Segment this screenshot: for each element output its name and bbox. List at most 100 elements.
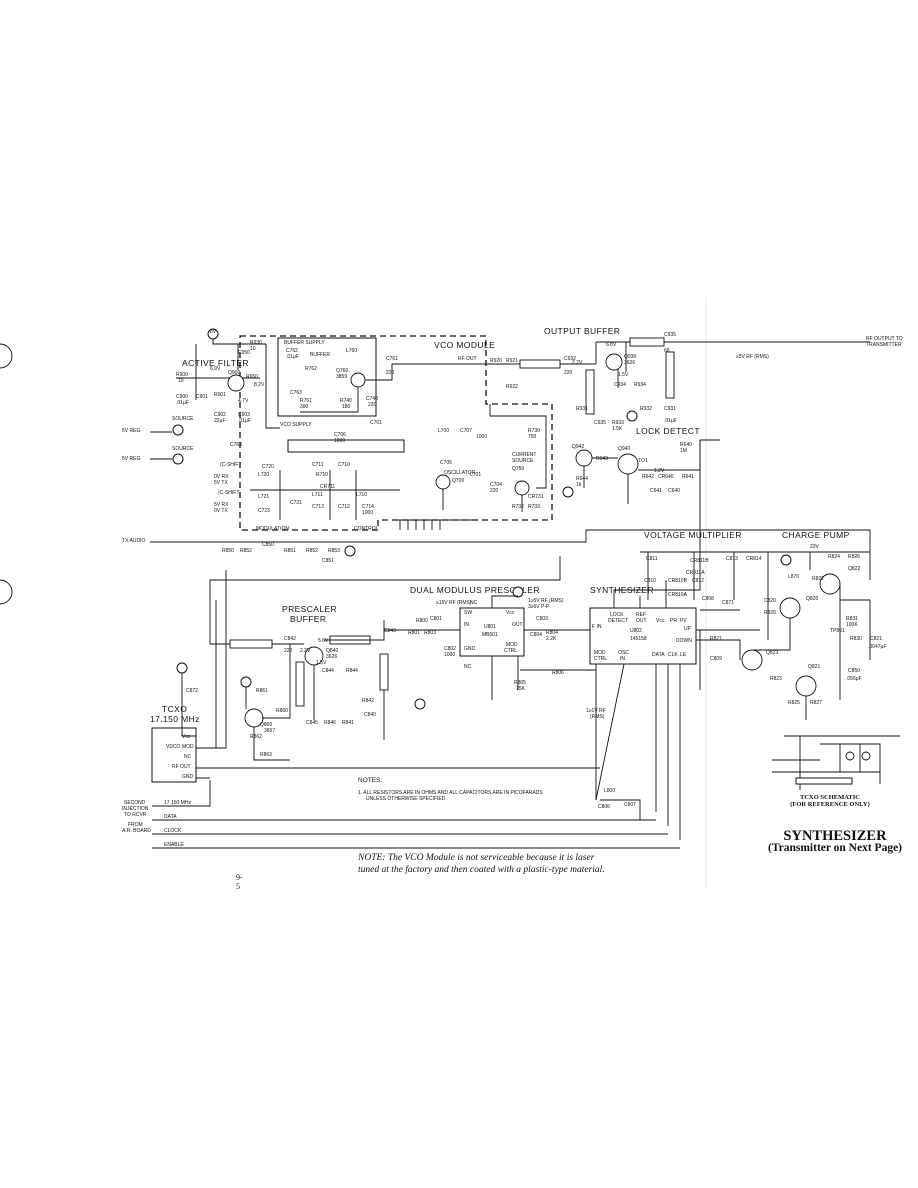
dmp-5v-source: [512, 586, 524, 598]
modulation-label: MODULATION: [256, 526, 289, 532]
q942-label: Q942: [572, 444, 584, 450]
u801-part: MB501: [482, 632, 498, 638]
q821-label: Q821: [808, 664, 820, 670]
c903-label: C903: [238, 412, 250, 418]
l760-label: L760: [346, 348, 357, 354]
c902-value: 22μF: [214, 418, 226, 424]
cr810b-label: CR810B: [668, 578, 688, 584]
u801-name: U801: [484, 624, 496, 630]
r934-label: R934: [634, 382, 646, 388]
c762-value: .01μF: [286, 354, 299, 360]
r640-value: 1M: [680, 448, 687, 454]
c931-label: C931: [664, 406, 676, 412]
u802-fin: F IN: [592, 624, 602, 630]
osc-wires: [442, 404, 547, 512]
voltage-multiplier-label: VOLTAGE MULTIPLIER: [644, 530, 742, 540]
c900-value: .01μF: [176, 400, 189, 406]
r930-label: R930: [250, 340, 262, 346]
source-label-1: SOURCE: [172, 416, 194, 422]
r642-label: R642: [642, 474, 654, 480]
c761-label: C761: [386, 356, 398, 362]
r861-label: R861: [256, 688, 268, 694]
c850b-label: C850: [848, 668, 860, 674]
clock-label: CLOCK: [164, 828, 182, 834]
v-1-2: 1.2V: [654, 468, 665, 474]
l800-label: L800: [604, 788, 615, 794]
q840-label: Q840: [326, 648, 338, 654]
q760-part: 3859: [336, 374, 347, 380]
cr811a-label: CR811A: [686, 570, 705, 576]
q860-5v-source: [240, 676, 252, 688]
cp-8v-source: [780, 554, 792, 566]
u802-pr: PR: [670, 618, 677, 624]
r824-label: R824: [828, 554, 840, 560]
cr711-label: CR711: [320, 484, 335, 490]
c705-label: C705: [440, 460, 452, 466]
r804-label: R804: [546, 630, 558, 636]
active-filter-wires: [176, 339, 280, 429]
u802-detect: DETECT: [608, 618, 628, 624]
r922-label: R922: [506, 384, 518, 390]
c810-label: C810: [644, 578, 656, 584]
q860-label: Q860: [260, 722, 272, 728]
u801-pin-ctrl: CTRL: [504, 648, 517, 654]
tcxo-module: [151, 727, 197, 783]
c711-label: C711: [312, 462, 324, 468]
u802-ctrl: CTRL: [594, 656, 607, 662]
r845-resistor: [379, 653, 389, 691]
vco-module-boundary: [239, 335, 553, 531]
c762-label: C762: [286, 348, 298, 354]
tcxo-wires: [181, 570, 600, 779]
rf-output-transmitter: TRANSMITTER: [866, 342, 902, 348]
page-subtitle: (Transmitter on Next Page): [767, 842, 903, 854]
r643-label: R643: [596, 456, 608, 462]
c740-label: C740: [366, 396, 378, 402]
r933-resistor: [585, 369, 595, 415]
c931-value: .01μF: [664, 418, 677, 424]
r852-label: R852: [240, 548, 252, 554]
oscillator-strip: [287, 439, 405, 453]
source-label-2: SOURCE: [172, 446, 194, 452]
r901-label: R901: [214, 392, 226, 398]
u802-in: IN: [620, 656, 625, 662]
u801-nc-bottom: NC: [464, 664, 472, 670]
u802-out: OUT: [636, 618, 647, 624]
c850b-value: .056μF: [846, 676, 862, 682]
r761-value: 390: [300, 404, 309, 410]
q942-transistor: [575, 449, 593, 467]
data-bus: [152, 780, 680, 849]
c935-label: C935: [664, 332, 676, 338]
r931-label: R931: [576, 406, 588, 412]
l711-label: L711: [312, 492, 323, 498]
c723-label: C723: [258, 508, 270, 514]
v-2-2: 2.2V: [572, 360, 583, 366]
l700-label: L700: [438, 428, 449, 434]
c820-label: C820: [764, 598, 776, 604]
r844-resistor: [295, 661, 305, 707]
r733-label: R733: [528, 504, 540, 510]
u802-mod: MOD: [594, 650, 606, 656]
c845-label: C845: [306, 720, 318, 726]
q930-label: Q930: [624, 354, 636, 360]
pb-wires: [209, 556, 561, 740]
rf-level-tcxo-1: 1≥1V RF: [586, 708, 606, 714]
r831-label: R831: [846, 616, 858, 622]
output-buffer-label: OUTPUT BUFFER: [544, 326, 620, 336]
c851-label: C851: [322, 558, 334, 564]
buffer-supply-label: BUFFER SUPPLY: [284, 340, 325, 346]
c761-value: 220: [386, 370, 395, 376]
c713-label: C713: [312, 504, 324, 510]
q700-transistor: [435, 474, 451, 490]
dmp-label: DUAL MODULUS PRESCALER: [410, 585, 540, 595]
q760-label: Q760: [336, 368, 348, 374]
c871-label: C871: [722, 600, 734, 606]
prescaler-buffer-2: BUFFER: [290, 614, 326, 624]
c740-value: 220: [368, 402, 377, 408]
cr640-label: CR640: [658, 474, 674, 480]
c903-value: .01μF: [238, 418, 251, 424]
buffer-label: BUFFER: [310, 352, 330, 358]
r900-label: R900: [176, 372, 188, 378]
r852b-label: R852: [306, 548, 318, 554]
rx-note-1: 0V RX: [214, 474, 229, 480]
u802-ref: REF: [636, 612, 646, 618]
